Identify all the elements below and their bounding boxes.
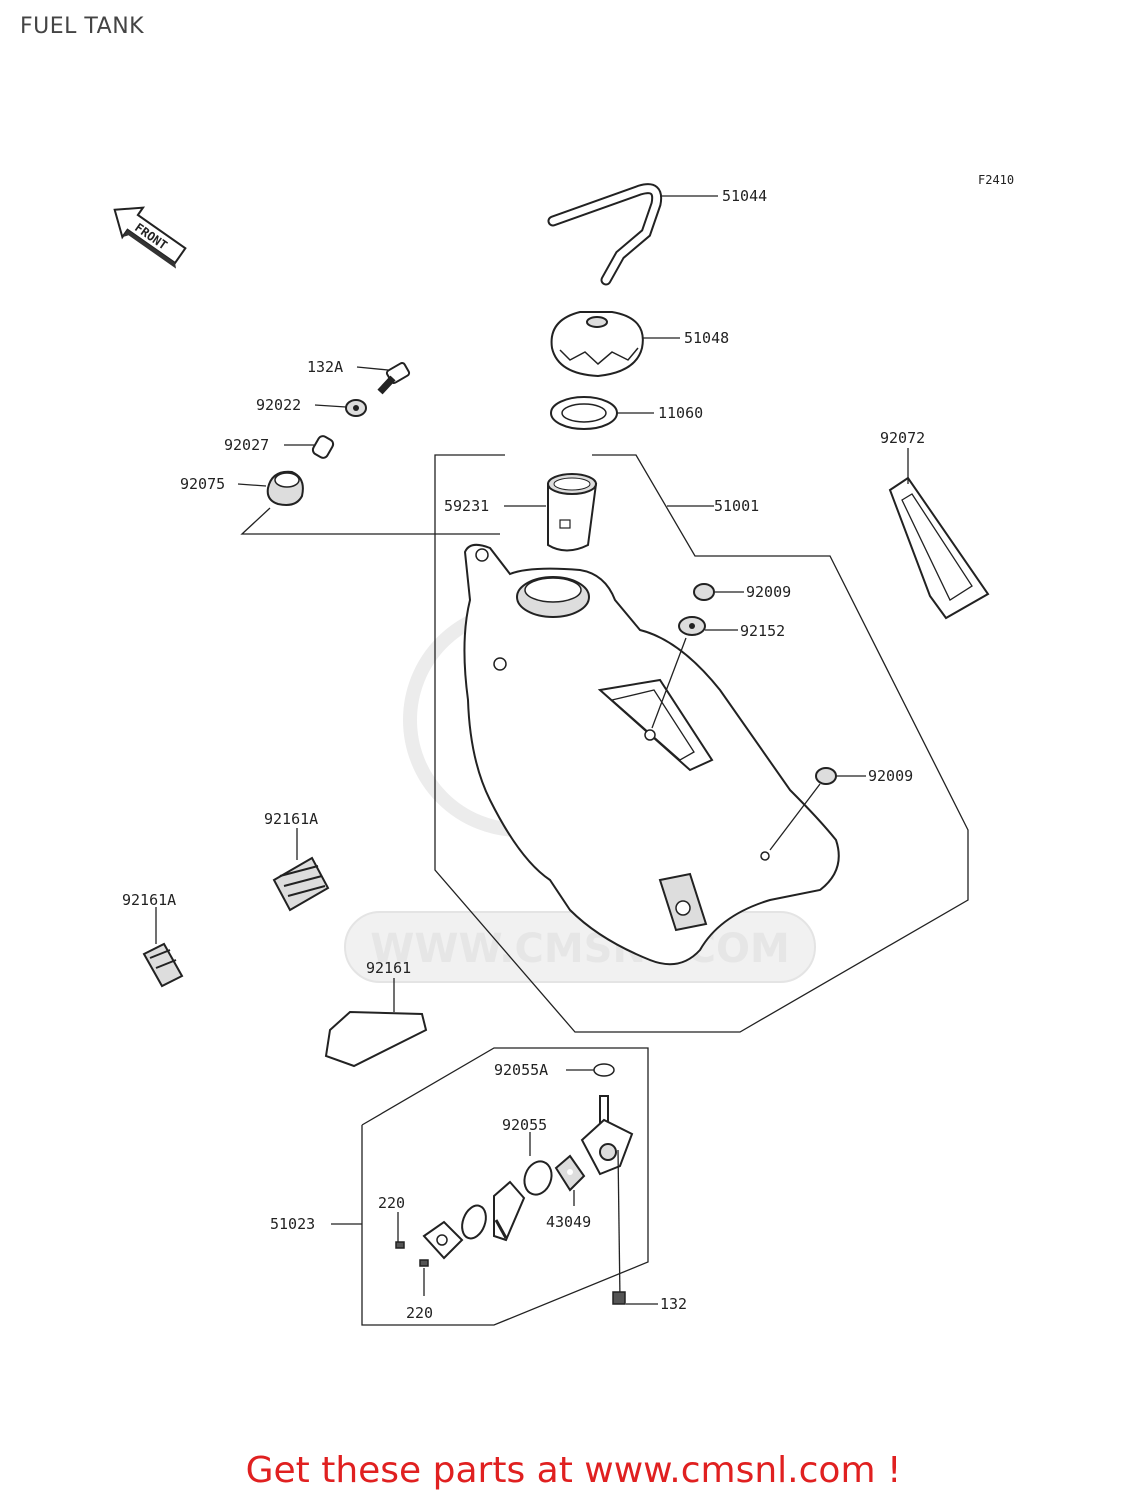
part-label-92022: 92022: [256, 396, 301, 414]
part-label-92009-top: 92009: [746, 583, 791, 601]
part-label-92161A-top: 92161A: [264, 810, 318, 828]
part-label-51044: 51044: [722, 187, 767, 205]
part-label-220-bottom: 220: [406, 1304, 433, 1322]
part-label-92009-right: 92009: [868, 767, 913, 785]
watermark-text: WWW.CMSNL.COM: [370, 926, 790, 972]
fuel-tank: [463, 543, 840, 966]
part-label-43049: 43049: [546, 1213, 591, 1231]
part-label-92055: 92055: [502, 1116, 547, 1134]
fuel-cock-parts: 92055A 132 92055 43049 220 220: [378, 1061, 687, 1322]
mount-bolt-group: 132A 92022 92027 92075: [180, 358, 500, 535]
tank-group-outline: [434, 454, 969, 1033]
breather-hose: 51044: [547, 183, 767, 286]
parts-diagram: WWW.CMSNL.COM F2410 FRONT 51044 51048 11…: [113, 173, 1014, 1326]
part-label-132A: 132A: [307, 358, 343, 376]
part-label-92075: 92075: [180, 475, 225, 493]
tank-strap: 92072: [880, 429, 990, 620]
part-label-92072: 92072: [880, 429, 925, 447]
part-label-132: 132: [660, 1295, 687, 1313]
part-label-51048: 51048: [684, 329, 729, 347]
fuel-cock-group-outline: [361, 1047, 649, 1326]
part-label-92161A-left: 92161A: [122, 891, 176, 909]
rubber-pads: 92161A 92161A 92161: [122, 810, 428, 1068]
part-label-92161: 92161: [366, 959, 411, 977]
figure-code: F2410: [978, 173, 1014, 187]
fuel-cap: 51048: [550, 311, 729, 378]
part-label-51023: 51023: [270, 1215, 315, 1233]
tank-grommets: 92009 92152 92009: [651, 583, 913, 851]
part-label-11060: 11060: [658, 404, 703, 422]
cap-gasket: 11060: [550, 396, 703, 430]
part-label-51001: 51001: [714, 497, 759, 515]
footer-promo[interactable]: Get these parts at www.cmsnl.com !: [245, 1450, 902, 1491]
part-label-92055A: 92055A: [494, 1061, 548, 1079]
filler-neck: 59231: [444, 473, 598, 552]
front-arrow-icon: FRONT: [113, 206, 187, 269]
part-label-92027: 92027: [224, 436, 269, 454]
page-title: FUEL TANK: [20, 14, 145, 39]
part-label-92152: 92152: [740, 622, 785, 640]
part-label-59231: 59231: [444, 497, 489, 515]
part-label-220-top: 220: [378, 1194, 405, 1212]
